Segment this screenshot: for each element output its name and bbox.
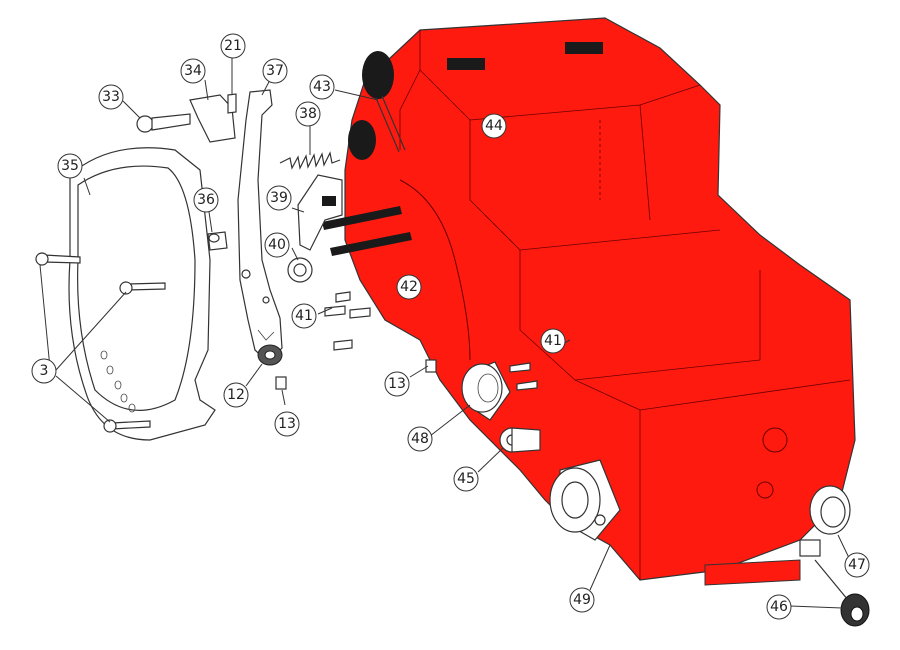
callout-37: 37	[262, 58, 288, 84]
callout-21: 21	[220, 33, 246, 59]
callout-42: 42	[396, 274, 422, 300]
callout-33: 33	[98, 84, 124, 110]
bracket-39	[297, 174, 343, 251]
svg-text:45: 45	[457, 471, 475, 487]
pin-43	[375, 95, 406, 153]
callout-35: 35	[57, 153, 83, 179]
bushing-45	[499, 427, 541, 453]
collar-49	[549, 459, 621, 541]
knob-48	[461, 361, 511, 421]
cover-plate	[68, 147, 216, 441]
svg-text:35: 35	[61, 158, 79, 174]
svg-text:42: 42	[400, 279, 418, 295]
pin-36	[207, 231, 228, 251]
gear-12	[257, 344, 283, 366]
callout-13-left: 13	[274, 411, 300, 437]
callout-41-left: 41	[291, 303, 317, 329]
screw-13-left	[275, 376, 287, 390]
callout-45: 45	[453, 466, 479, 492]
svg-text:37: 37	[266, 63, 284, 79]
callout-41-right: 41	[540, 328, 566, 354]
svg-text:21: 21	[224, 38, 242, 54]
screw-13-right	[425, 359, 437, 373]
callout-34: 34	[180, 58, 206, 84]
callout-3: 3	[31, 358, 57, 384]
svg-text:40: 40	[268, 237, 286, 253]
callout-47: 47	[844, 552, 870, 578]
callout-43: 43	[309, 74, 335, 100]
callout-13-right: 13	[384, 371, 410, 397]
svg-text:39: 39	[270, 190, 288, 206]
svg-text:12: 12	[227, 387, 245, 403]
screws-41-left	[324, 291, 371, 351]
callout-46: 46	[766, 594, 792, 620]
pin-21	[227, 93, 237, 114]
svg-text:34: 34	[184, 63, 202, 79]
screws-41-right	[509, 362, 538, 391]
gearbox-housing	[322, 17, 856, 586]
callout-48: 48	[407, 426, 433, 452]
svg-text:36: 36	[197, 192, 215, 208]
bolt-33	[136, 113, 191, 133]
svg-text:38: 38	[299, 106, 317, 122]
callout-40: 40	[264, 232, 290, 258]
svg-text:41: 41	[295, 308, 313, 324]
callout-36: 36	[193, 187, 219, 213]
svg-text:13: 13	[278, 416, 296, 432]
callout-39: 39	[266, 185, 292, 211]
svg-text:43: 43	[313, 79, 331, 95]
spring-38	[279, 151, 341, 170]
callout-12: 12	[223, 382, 249, 408]
screws-3	[35, 252, 166, 433]
leader-lines	[39, 58, 851, 609]
knob-47	[799, 485, 851, 557]
callout-49: 49	[569, 587, 595, 613]
lever-37	[237, 89, 283, 363]
svg-text:48: 48	[411, 431, 429, 447]
svg-text:41: 41	[544, 333, 562, 349]
svg-text:13: 13	[388, 376, 406, 392]
callout-44: 44	[481, 113, 507, 139]
svg-text:44: 44	[485, 118, 503, 134]
svg-text:49: 49	[573, 592, 591, 608]
knob-46	[814, 559, 870, 627]
callout-38: 38	[295, 101, 321, 127]
bracket-34	[189, 94, 236, 143]
bushing-40	[287, 257, 313, 283]
svg-text:33: 33	[102, 89, 120, 105]
svg-text:47: 47	[848, 557, 866, 573]
svg-text:3: 3	[40, 363, 49, 379]
svg-text:46: 46	[770, 599, 788, 615]
